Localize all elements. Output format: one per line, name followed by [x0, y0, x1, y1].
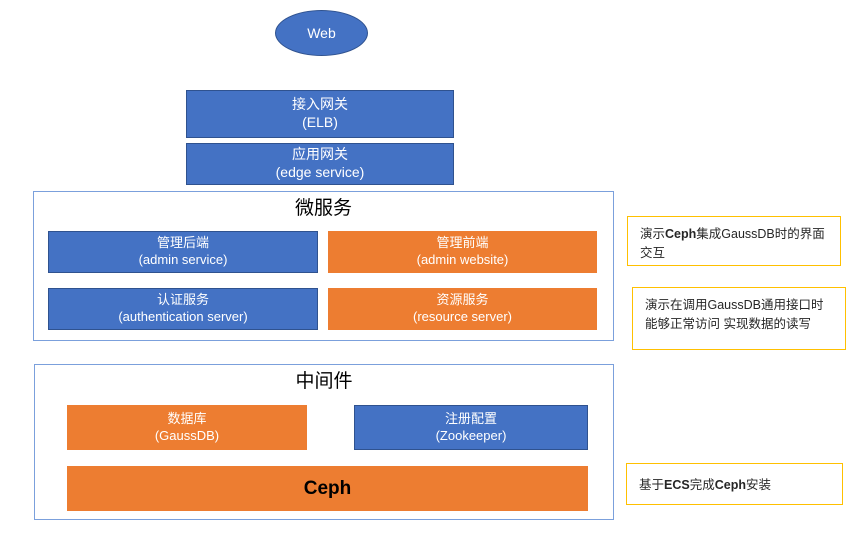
web-entry-node[interactable]: Web [275, 10, 368, 56]
tile-admin-service-label-en: (admin service) [138, 252, 228, 267]
tile-admin-service[interactable]: 管理后端 (admin service) [48, 231, 318, 273]
tile-database-gaussdb[interactable]: 数据库 (GaussDB) [67, 405, 307, 450]
tile-admin-website[interactable]: 管理前端 (admin website) [328, 231, 597, 273]
application-gateway-label-en: (edge service) [275, 164, 365, 180]
tile-authentication-server[interactable]: 认证服务 (authentication server) [48, 288, 318, 330]
tile-database-label-en: (GaussDB) [154, 427, 220, 443]
tile-resource-server-label-cn: 资源服务 [436, 292, 489, 308]
note-gaussdb-api: 演示在调用GaussDB通用接口时能够正常访问 实现数据的读写 [632, 287, 846, 350]
tile-database-label-cn: 数据库 [167, 410, 207, 426]
middleware-group-title: 中间件 [295, 371, 353, 392]
tile-resource-server[interactable]: 资源服务 (resource server) [328, 288, 597, 330]
access-gateway-label-cn: 接入网关 [292, 96, 348, 113]
access-gateway-box[interactable]: 接入网关 (ELB) [186, 90, 454, 138]
access-gateway-label-en: (ELB) [302, 114, 338, 130]
tile-registry-config-zookeeper[interactable]: 注册配置 (Zookeeper) [354, 405, 588, 450]
tile-ceph-label: Ceph [303, 477, 352, 499]
microservices-group-title: 微服务 [294, 198, 352, 219]
tile-admin-website-label-cn: 管理前端 [436, 235, 489, 251]
tile-ceph[interactable]: Ceph [67, 466, 588, 511]
tile-admin-website-label-en: (admin website) [416, 252, 509, 267]
tile-resource-server-label-en: (resource server) [413, 309, 512, 324]
tile-registry-config-label-cn: 注册配置 [444, 410, 497, 426]
tile-registry-config-label-en: (Zookeeper) [435, 427, 507, 443]
web-node-label: Web [307, 25, 336, 41]
application-gateway-label-cn: 应用网关 [292, 146, 348, 163]
note-ecs-ceph-install: 基于ECS完成Ceph安装 [626, 463, 843, 505]
tile-authentication-server-label-cn: 认证服务 [156, 292, 209, 308]
note-ceph-gaussdb-ui: 演示Ceph集成GaussDB时的界面交互 [627, 216, 841, 266]
application-gateway-box[interactable]: 应用网关 (edge service) [186, 143, 454, 185]
note-gaussdb-api-text: 演示在调用GaussDB通用接口时能够正常访问 实现数据的读写 [645, 298, 824, 331]
note-ceph-gaussdb-ui-text: 演示Ceph集成GaussDB时的界面交互 [640, 227, 825, 260]
tile-authentication-server-label-en: (authentication server) [118, 309, 248, 324]
note-ecs-ceph-install-text: 基于ECS完成Ceph安装 [639, 477, 771, 492]
tile-admin-service-label-cn: 管理后端 [156, 235, 209, 251]
